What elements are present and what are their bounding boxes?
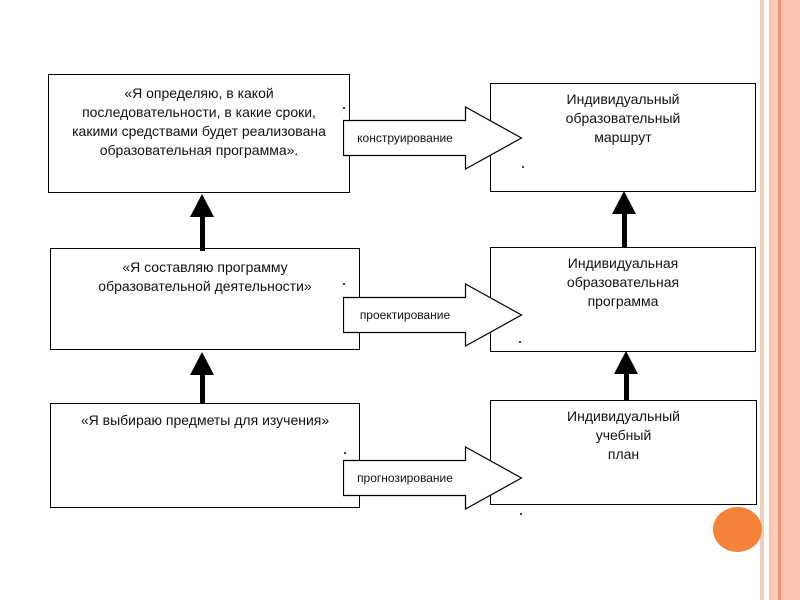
stray-dot <box>522 166 524 168</box>
box-individual-educational-program: Индивидуальная образовательная программа <box>490 247 756 352</box>
block-arrow-right-icon <box>343 446 523 510</box>
right-edge-stripes-decoration <box>758 0 800 600</box>
process-arrow-label: прогнозирование <box>357 471 453 485</box>
box-individual-curriculum-plan: Индивидуальный учебный план <box>490 400 757 505</box>
up-arrow-head-icon <box>190 352 214 375</box>
box-quote-implementation: «Я определяю, в какой последовательности… <box>48 74 350 193</box>
stray-dot <box>343 107 345 109</box>
up-arrow-left-bottom-to-middle <box>189 352 215 404</box>
process-arrow-designing: проектирование <box>343 283 523 347</box>
accent-circle-decoration <box>713 507 762 552</box>
box-quote-subject-choice: «Я выбираю предметы для изучения» <box>50 403 360 508</box>
up-arrow-head-icon <box>614 351 638 374</box>
stray-dot <box>519 341 521 343</box>
block-arrow-right-icon <box>343 283 523 347</box>
process-arrow-constructing: конструирование <box>343 106 523 170</box>
up-arrow-shaft <box>621 212 627 248</box>
up-arrow-shaft <box>199 373 205 404</box>
process-arrow-label: конструирование <box>357 131 453 145</box>
stray-dot <box>520 513 522 515</box>
up-arrow-shaft <box>623 372 629 401</box>
up-arrow-right-bottom-to-middle <box>613 351 639 401</box>
up-arrow-left-middle-to-top <box>189 194 215 251</box>
stray-dot <box>344 452 346 454</box>
stray-dot <box>343 283 345 285</box>
process-arrow-forecasting: прогнозирование <box>343 446 523 510</box>
up-arrow-head-icon <box>190 194 214 217</box>
up-arrow-right-middle-to-top <box>611 191 637 248</box>
box-individual-educational-route: Индивидуальный образовательный маршрут <box>490 83 756 192</box>
process-arrow-label: проектирование <box>359 308 451 322</box>
up-arrow-shaft <box>199 215 205 251</box>
up-arrow-head-icon <box>612 191 636 214</box>
block-arrow-right-icon <box>343 106 523 170</box>
box-quote-program-composition: «Я составляю программу образовательной д… <box>50 248 360 350</box>
